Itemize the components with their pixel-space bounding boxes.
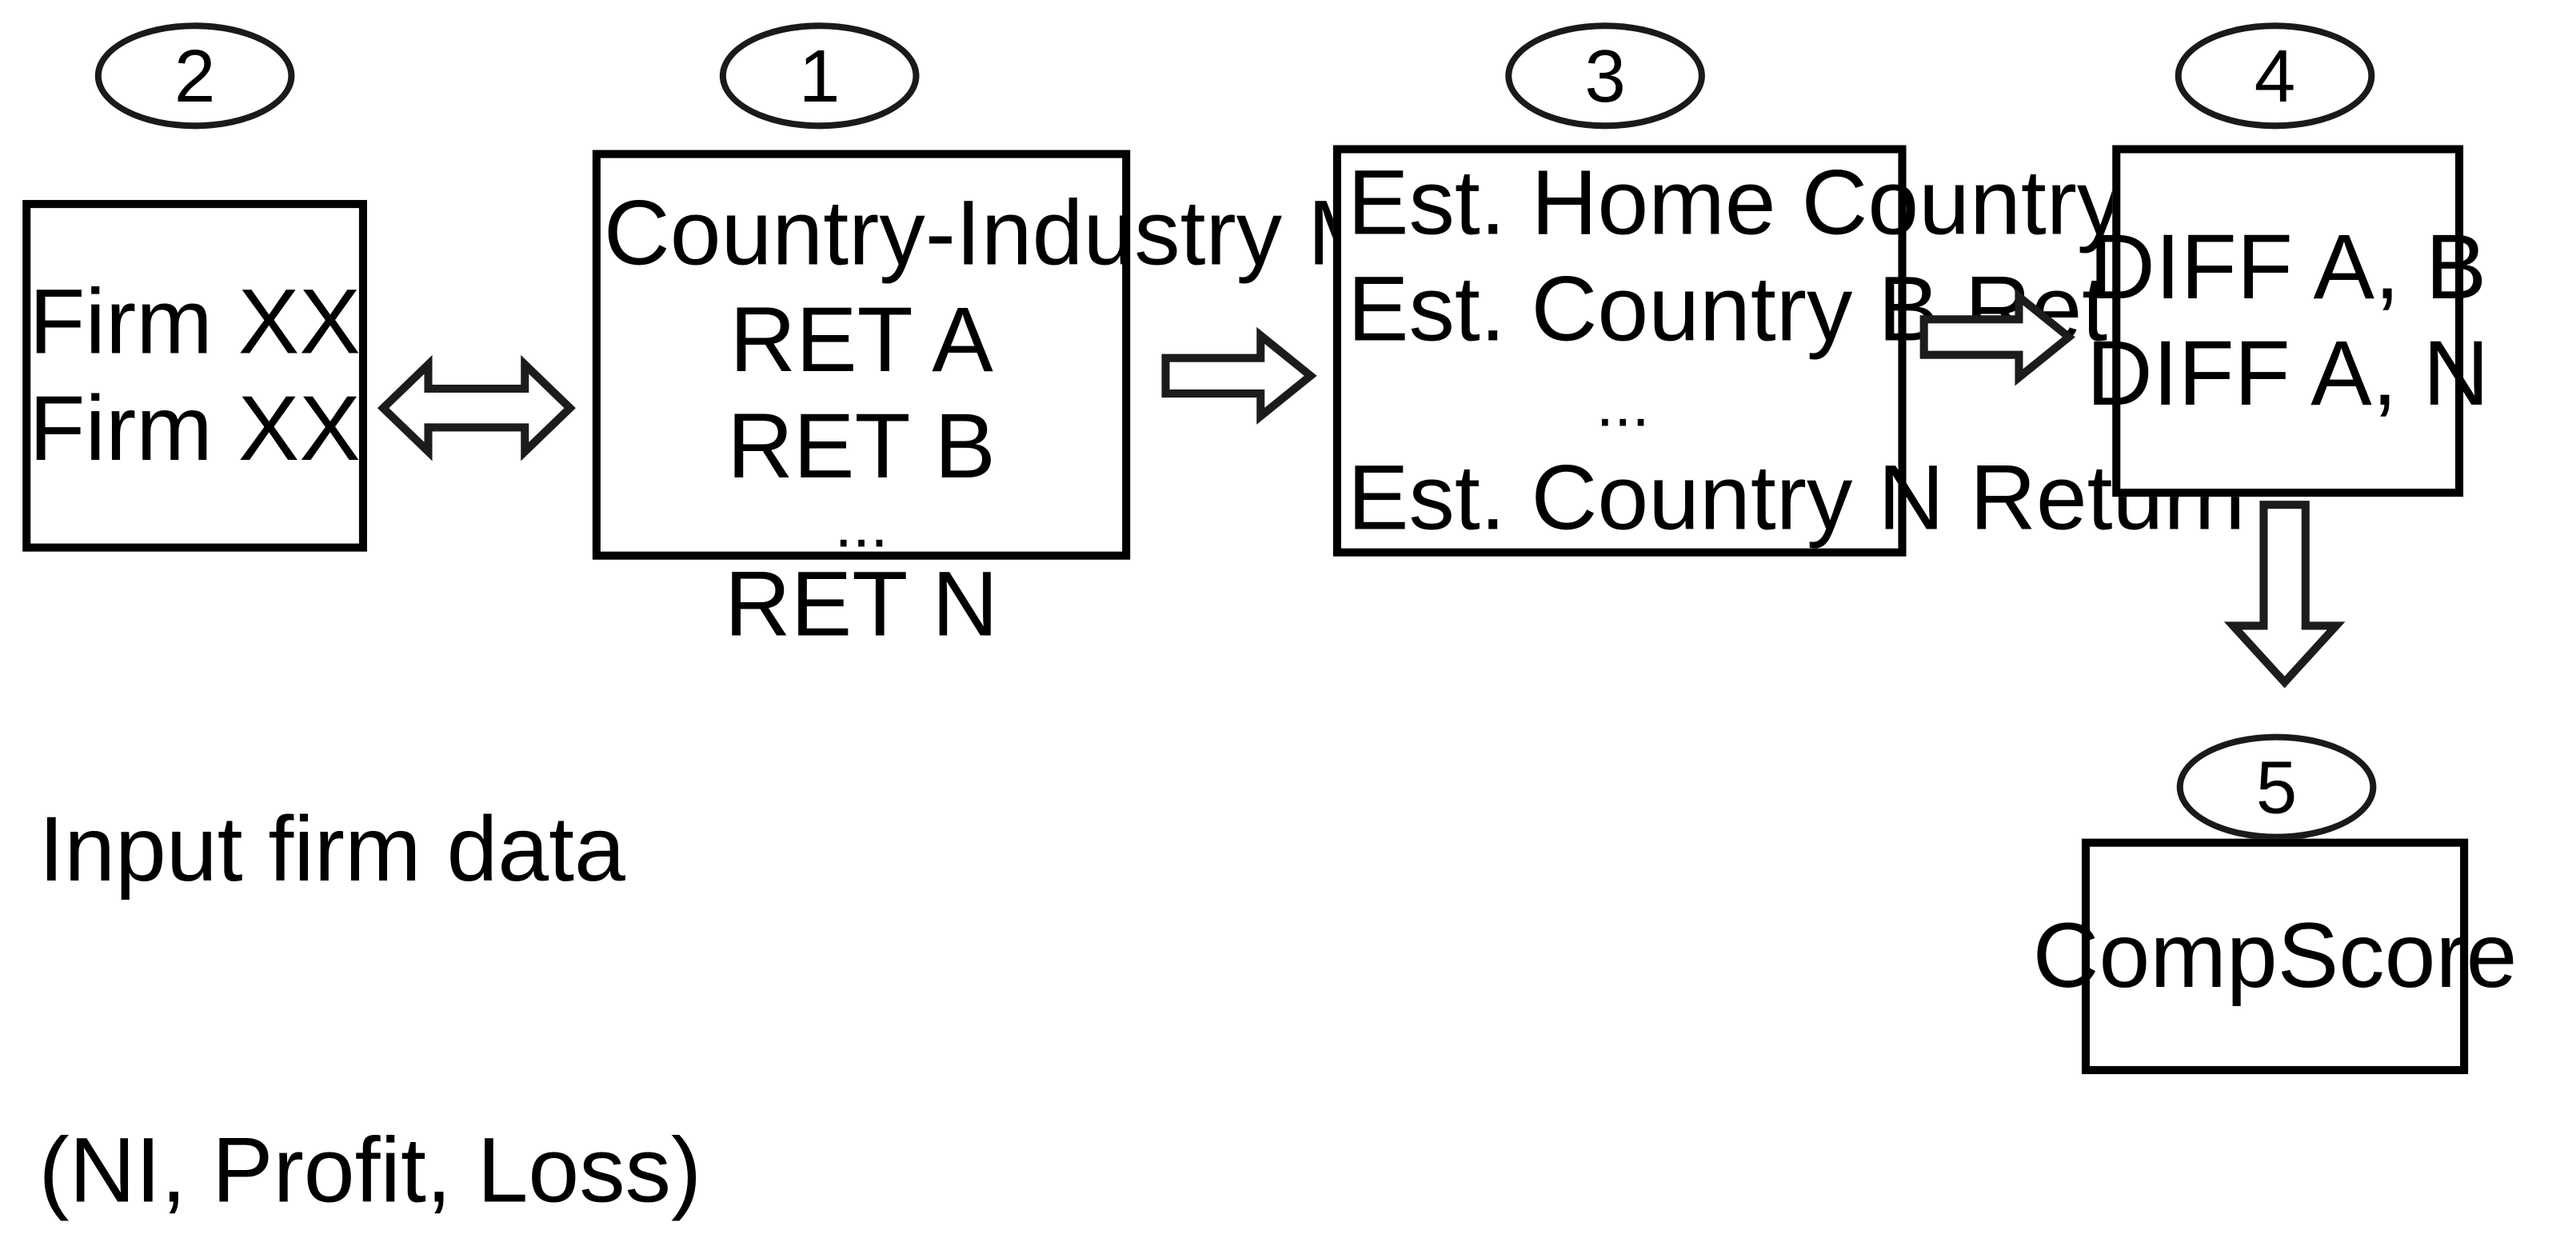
model-line-1: RET A	[729, 289, 993, 393]
step-badge-2: 2	[94, 22, 295, 130]
arrow-estimates-diff	[1919, 288, 2075, 386]
arrow-diff-compscore	[2223, 501, 2346, 689]
step-badge-5: 5	[2176, 733, 2377, 841]
model-title: Country-Industry Model	[603, 182, 1558, 286]
estimated-returns-box: Est. Home Country Return Est. Country B …	[1332, 145, 2424, 557]
model-ellipsis: ...	[834, 490, 889, 562]
model-line-3: RET N	[724, 553, 999, 657]
arrow-model-estimates	[1161, 326, 1317, 425]
firm-input-box: Firm XX Firm XX	[22, 200, 367, 552]
firm-input-caption-line-1: Input firm data	[38, 798, 625, 902]
arrow-firm-model	[377, 354, 576, 461]
firm-input-line-2: Firm XX	[29, 377, 361, 481]
step-badge-3-label: 3	[1584, 34, 1626, 118]
estimates-ellipsis: ...	[1596, 368, 1650, 440]
model-line-2: RET B	[727, 395, 996, 499]
estimates-line-1: Est. Home Country Return	[1347, 152, 2424, 256]
compscore-line-1: CompScore	[2032, 905, 2518, 1008]
compscore-box: CompScore	[2033, 838, 2517, 1075]
diff-line-1: DIFF A, B	[2088, 216, 2487, 320]
step-badge-4-label: 4	[2254, 34, 2296, 118]
step-badge-3: 3	[1505, 22, 1705, 130]
estimates-line-2: Est. Country B Return	[1347, 258, 2241, 362]
step-badge-4: 4	[2175, 22, 2375, 130]
step-badge-5-label: 5	[2255, 745, 2298, 829]
diff-line-2: DIFF A, N	[2086, 322, 2490, 426]
firm-input-caption-line-2: (NI, Profit, Loss)	[38, 1118, 702, 1222]
step-badge-1: 1	[719, 22, 920, 130]
step-badge-1-label: 1	[798, 34, 841, 118]
firm-input-line-1: Firm XX	[29, 270, 361, 374]
country-industry-model-box: Country-Industry Model RET A RET B ... R…	[592, 150, 1558, 657]
estimates-line-3: Est. Country N Return	[1347, 445, 2246, 549]
diff-box: DIFF A, B DIFF A, N	[2087, 145, 2489, 497]
step-badge-2-label: 2	[174, 34, 216, 118]
firm-input-caption: Input firm data (NI, Profit, Loss)	[38, 584, 702, 1258]
compscore-caption: Firms XX's Comparison Score	[2066, 1087, 2484, 1258]
